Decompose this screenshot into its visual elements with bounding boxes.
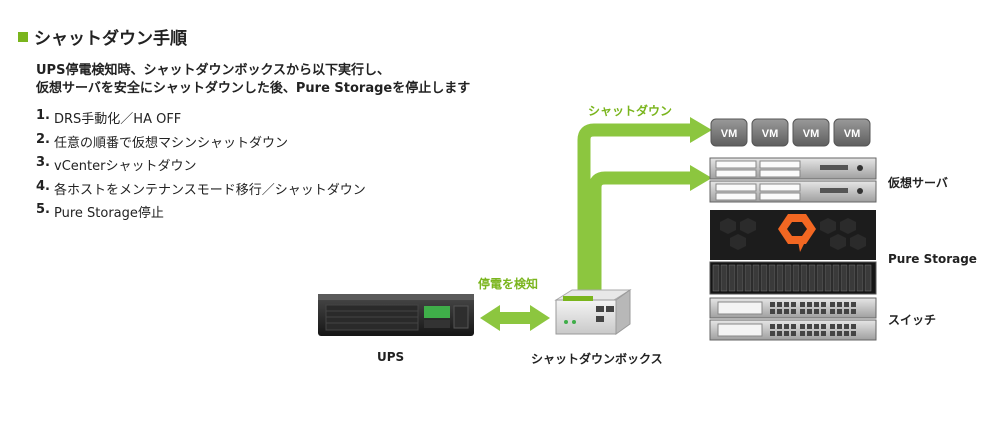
step-text: 任意の順番で仮想マシンシャットダウン: [54, 135, 289, 151]
vm-label: VM: [721, 128, 738, 140]
pure-storage-label: Pure Storage: [888, 252, 977, 266]
vm-icon-1: VM: [710, 118, 748, 147]
vm-label: VM: [803, 128, 820, 140]
arrow-head-vms: [690, 117, 712, 143]
vm-label: VM: [762, 128, 779, 140]
step-text: 各ホストをメンテナンスモード移行／シャットダウン: [54, 182, 366, 198]
intro-line-2: 仮想サーバを安全にシャットダウンした後、Pure Storageを停止します: [36, 81, 471, 96]
step-number: 3.: [36, 155, 50, 170]
ups-label: UPS: [377, 350, 405, 364]
switch-unit-2: [709, 319, 877, 341]
page-title: シャットダウン手順: [34, 29, 187, 49]
step-item-4: 4.各ホストをメンテナンスモード移行／シャットダウン: [36, 179, 366, 203]
step-number: 1.: [36, 108, 50, 123]
shutdown-arrow-label: シャットダウン: [588, 104, 673, 118]
vm-icon-4: VM: [833, 118, 871, 147]
intro-text: UPS停電検知時、シャットダウンボックスから以下実行し、 仮想サーバを安全にシャ…: [36, 62, 470, 98]
arrow-to-vms: [577, 123, 690, 290]
step-item-3: 3. vCenterシャットダウン: [36, 155, 366, 179]
step-number: 5.: [36, 202, 50, 217]
switch-label: スイッチ: [888, 313, 937, 327]
step-item-5: 5. Pure Storage停止: [36, 202, 366, 226]
pure-storage-array: [709, 210, 877, 295]
server-rack: [709, 157, 877, 203]
vm-icon-2: VM: [751, 118, 789, 147]
server-unit-2: [709, 180, 877, 203]
double-arrow-right-head: [530, 305, 550, 331]
switch-unit-1: [709, 297, 877, 319]
shutdown-box-device: [554, 289, 632, 335]
step-item-1: 1. DRS手動化／HA OFF: [36, 108, 366, 132]
pure-storage-logo-icon: [778, 214, 816, 252]
arrow-head-server: [690, 165, 712, 191]
server-unit-1: [709, 157, 877, 180]
vm-label: VM: [844, 128, 861, 140]
step-text: vCenterシャットダウン: [54, 159, 197, 174]
arrow-to-server: [588, 171, 690, 290]
section-heading: シャットダウン手順: [18, 24, 187, 49]
double-arrow-left-head: [480, 305, 500, 331]
vm-row: VM VM VM VM: [710, 118, 871, 147]
step-number: 4.: [36, 178, 50, 194]
vm-icon-3: VM: [792, 118, 830, 147]
step-number: 2.: [36, 131, 50, 147]
intro-line-1: UPS停電検知時、シャットダウンボックスから以下実行し、: [36, 63, 391, 78]
shutdown-box-label: シャットダウンボックス: [531, 352, 663, 366]
step-item-2: 2.任意の順番で仮想マシンシャットダウン: [36, 132, 366, 156]
drive-bays: [712, 264, 872, 292]
step-list: 1. DRS手動化／HA OFF 2.任意の順番で仮想マシンシャットダウン 3. v…: [36, 108, 366, 226]
shutdown-arrows: [480, 117, 712, 331]
ups-device: [318, 294, 474, 336]
step-text: Pure Storage停止: [54, 206, 164, 221]
virtual-server-label: 仮想サーバ: [888, 176, 948, 190]
network-switches: [709, 297, 877, 341]
power-detect-label: 停電を検知: [478, 277, 539, 291]
heading-bullet: [18, 31, 28, 42]
step-text: DRS手動化／HA OFF: [54, 112, 182, 127]
